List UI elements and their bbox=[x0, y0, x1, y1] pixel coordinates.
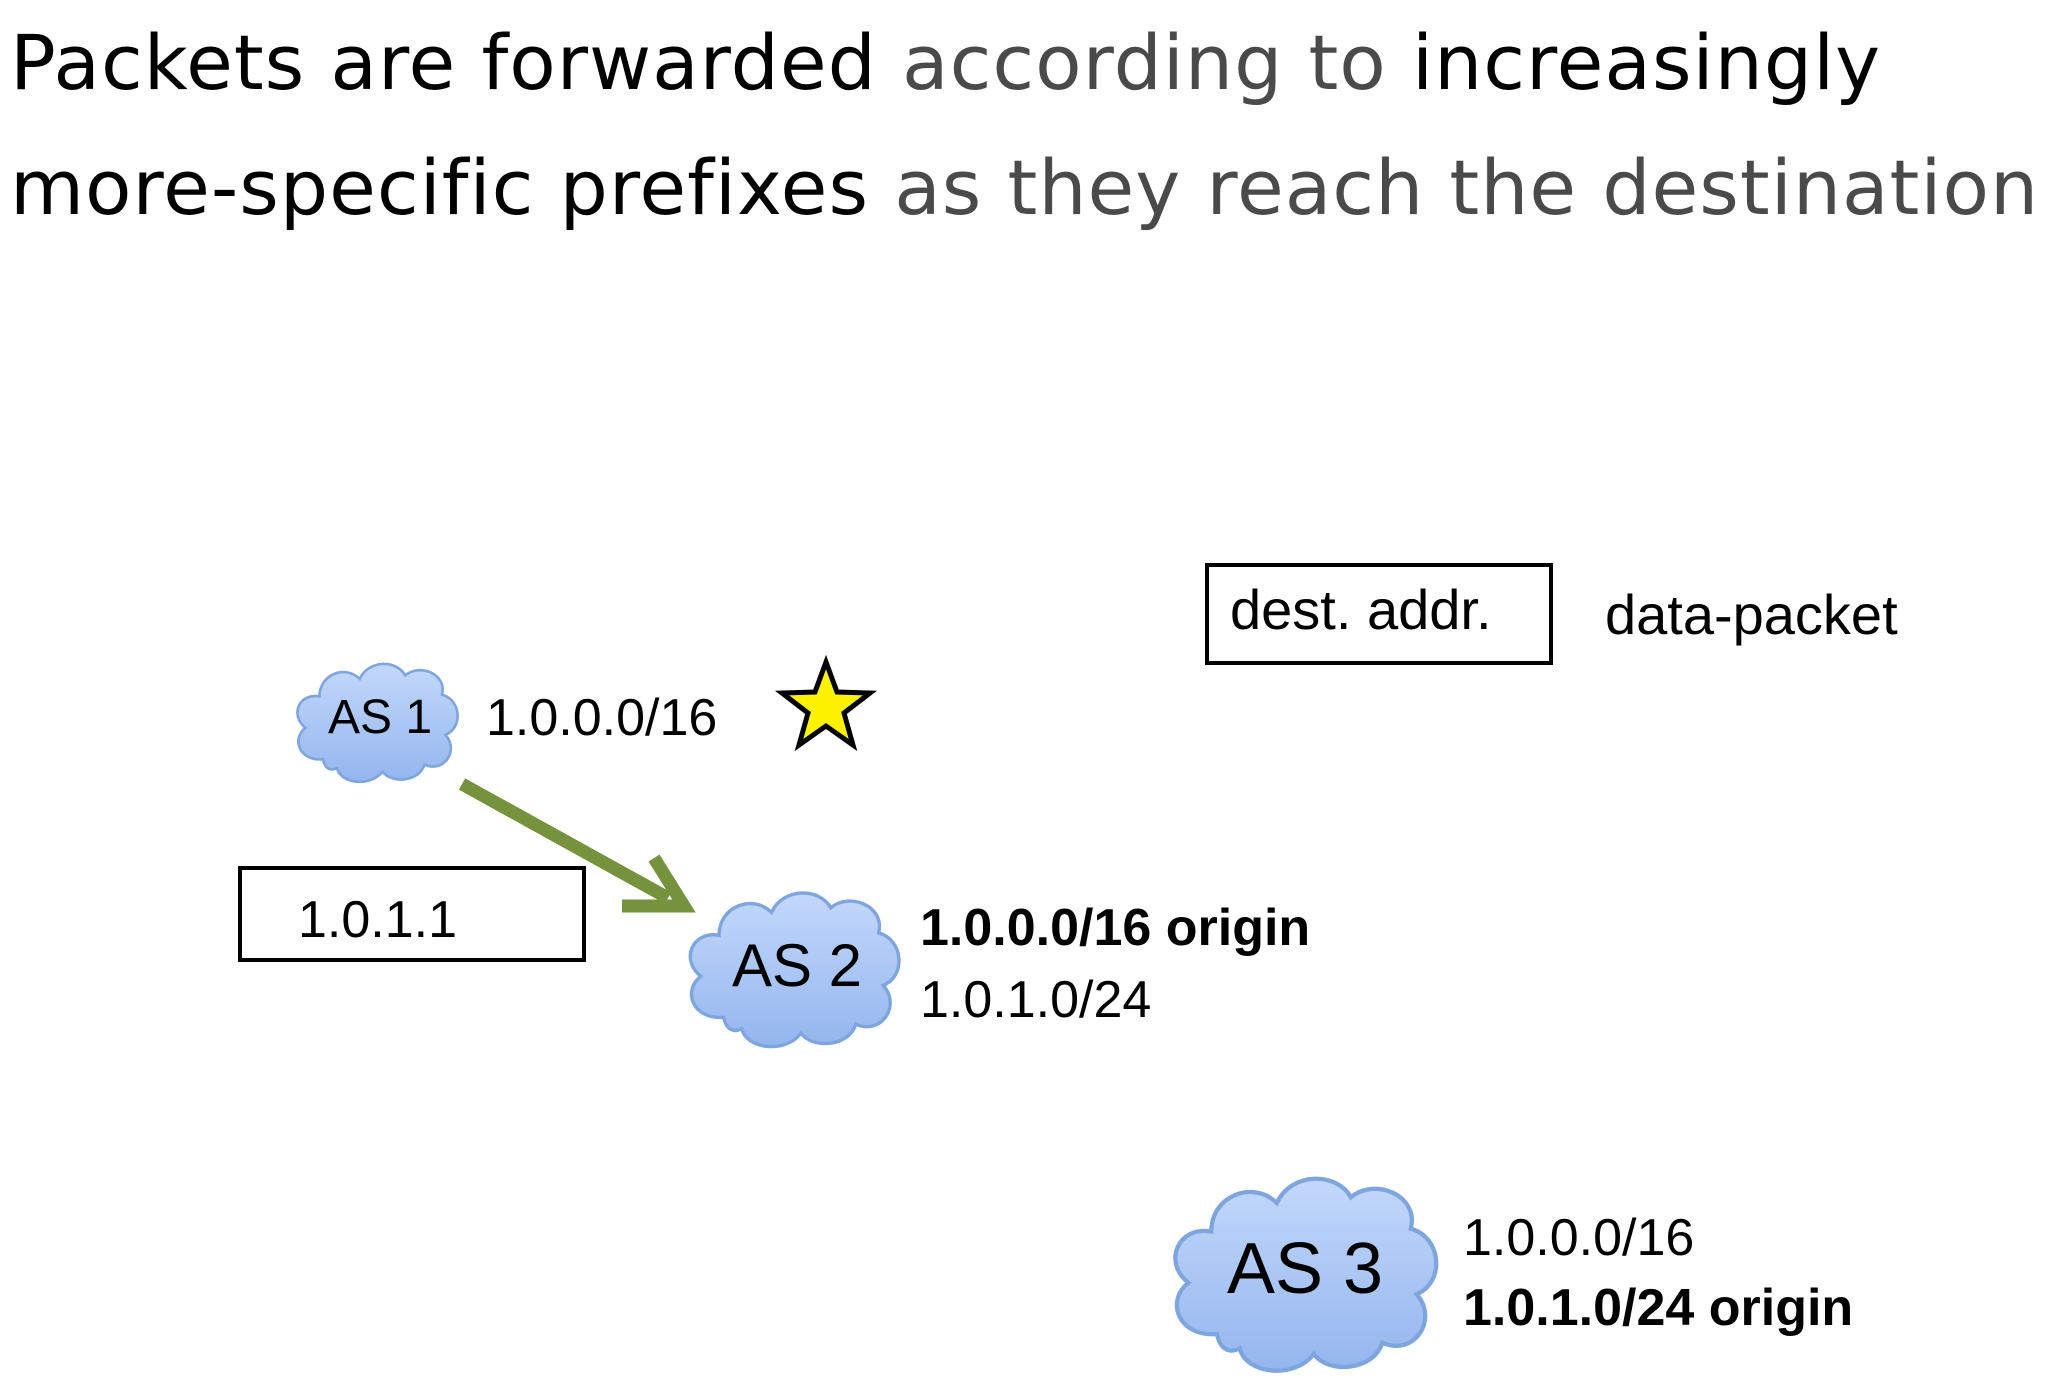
legend-data-packet-label: data-packet bbox=[1605, 583, 1898, 646]
title-part-3: increasingly bbox=[1411, 18, 1882, 107]
title-part-4: more-specific prefixes bbox=[10, 143, 870, 232]
as3-prefix-general: 1.0.0.0/16 bbox=[1463, 1209, 1695, 1267]
title-part-5: as they reach the destination bbox=[894, 143, 2040, 232]
title-part-1: Packets are forwarded bbox=[10, 18, 877, 107]
title-part-2: according to bbox=[902, 18, 1387, 107]
as2-prefix-origin: 1.0.0.0/16 origin bbox=[920, 899, 1311, 957]
packet-address-box bbox=[238, 866, 586, 962]
as3-name: AS 3 bbox=[1226, 1229, 1384, 1309]
legend-dest-addr-label: dest. addr. bbox=[1230, 578, 1492, 641]
as1-name: AS 1 bbox=[327, 691, 433, 744]
legend-dest-addr-box bbox=[1205, 563, 1553, 665]
slide-title: Packets are forwarded according to incre… bbox=[10, 0, 2060, 250]
as2-name: AS 2 bbox=[731, 932, 863, 999]
star-icon bbox=[774, 654, 878, 752]
as1-prefix: 1.0.0.0/16 bbox=[486, 689, 718, 747]
packet-address-label: 1.0.1.1 bbox=[298, 891, 458, 949]
as2-prefix-specific: 1.0.1.0/24 bbox=[920, 971, 1152, 1029]
forward-arrow-icon bbox=[458, 778, 696, 913]
as3-prefix-origin: 1.0.1.0/24 origin bbox=[1463, 1279, 1854, 1337]
